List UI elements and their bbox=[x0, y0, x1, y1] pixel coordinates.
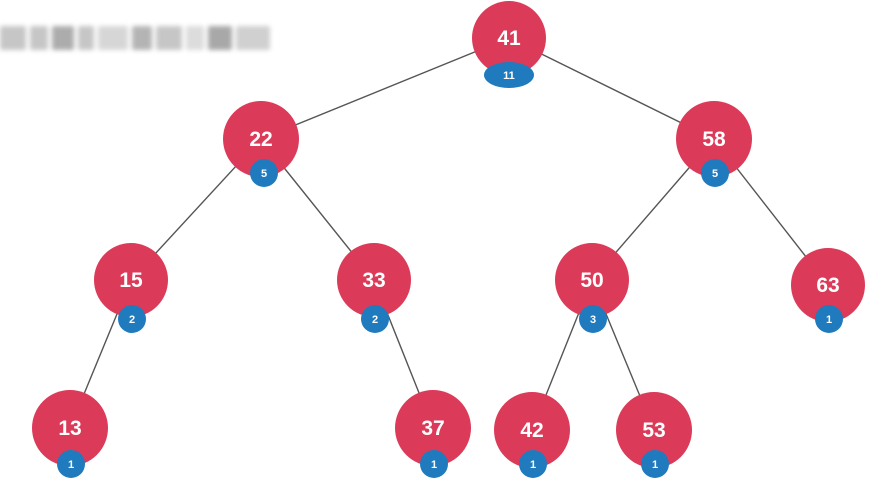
node-key-label: 13 bbox=[58, 417, 81, 440]
node-key-label: 42 bbox=[520, 419, 543, 442]
tree-edge-41-22 bbox=[260, 37, 510, 140]
node-key-label: 58 bbox=[702, 128, 726, 151]
tree-node-53: 53 1 bbox=[616, 392, 692, 478]
node-circle bbox=[791, 248, 865, 322]
node-key-label: 33 bbox=[362, 269, 385, 292]
node-circle bbox=[337, 243, 411, 317]
node-circle bbox=[676, 101, 752, 177]
subtree-size-label: 11 bbox=[503, 70, 515, 82]
node-key-label: 63 bbox=[816, 274, 839, 297]
subtree-size-label: 1 bbox=[652, 459, 658, 471]
subtree-size-label: 1 bbox=[68, 459, 74, 471]
node-circle bbox=[616, 392, 692, 468]
node-circle bbox=[94, 243, 168, 317]
tree-node-37: 37 1 bbox=[395, 390, 471, 478]
subtree-size-label: 2 bbox=[129, 314, 135, 326]
subtree-size-label: 2 bbox=[372, 314, 378, 326]
subtree-size-badge bbox=[641, 450, 669, 478]
tree-node-58: 58 5 bbox=[676, 101, 752, 187]
subtree-size-badge bbox=[361, 305, 389, 333]
tree-node-41: 41 11 bbox=[472, 1, 546, 88]
subtree-size-label: 5 bbox=[712, 168, 718, 180]
tree-node-42: 42 1 bbox=[494, 392, 570, 478]
tree-node-13: 13 1 bbox=[32, 390, 108, 478]
node-circle bbox=[555, 243, 629, 317]
subtree-size-badge bbox=[815, 305, 843, 333]
tree-node-15: 15 2 bbox=[94, 243, 168, 333]
node-circle bbox=[395, 390, 471, 466]
subtree-size-label: 1 bbox=[431, 459, 437, 471]
tree-node-63: 63 1 bbox=[791, 248, 865, 333]
tree-node-50: 50 3 bbox=[555, 243, 629, 333]
subtree-size-badge bbox=[420, 450, 448, 478]
node-key-label: 15 bbox=[119, 269, 143, 292]
subtree-size-badge bbox=[57, 450, 85, 478]
node-key-label: 53 bbox=[642, 419, 665, 442]
subtree-size-badge bbox=[519, 450, 547, 478]
node-circle bbox=[32, 390, 108, 466]
tree-node-33: 33 2 bbox=[337, 243, 411, 333]
subtree-size-badge bbox=[250, 159, 278, 187]
node-circle bbox=[223, 101, 299, 177]
subtree-size-badge bbox=[579, 305, 607, 333]
node-circle bbox=[494, 392, 570, 468]
tree-edge-41-58 bbox=[508, 37, 715, 140]
nodes: 41 11 22 5 58 5 15 2 33 2 50 3 63 1 13 1 37 1 42 1 53 1 bbox=[32, 1, 865, 478]
node-key-label: 37 bbox=[421, 417, 444, 440]
subtree-size-badge bbox=[118, 305, 146, 333]
subtree-size-badge bbox=[701, 159, 729, 187]
node-key-label: 41 bbox=[497, 27, 521, 50]
blurred-title bbox=[0, 20, 272, 56]
subtree-size-label: 5 bbox=[261, 168, 267, 180]
edges bbox=[69, 37, 829, 431]
node-key-label: 50 bbox=[580, 269, 603, 292]
subtree-size-label: 1 bbox=[530, 459, 536, 471]
node-key-label: 22 bbox=[249, 128, 272, 151]
tree-node-22: 22 5 bbox=[223, 101, 299, 187]
subtree-size-label: 1 bbox=[826, 314, 832, 326]
subtree-size-badge bbox=[484, 62, 534, 88]
subtree-size-label: 3 bbox=[590, 314, 596, 326]
node-circle bbox=[472, 1, 546, 75]
